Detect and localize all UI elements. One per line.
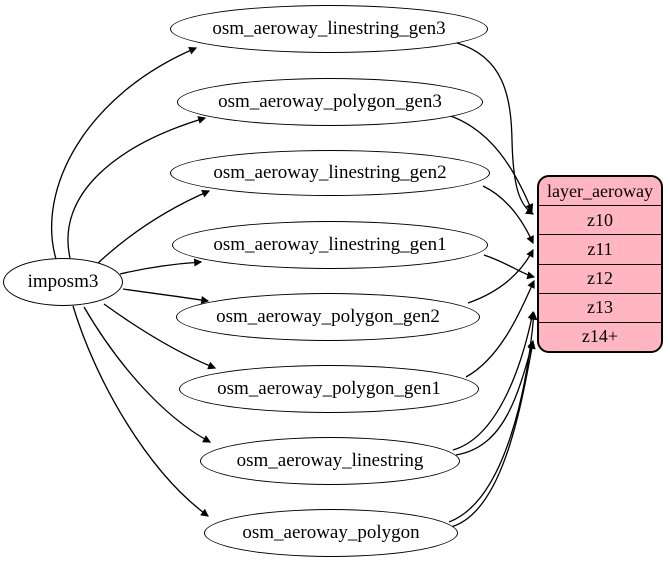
node-osm_aeroway_linestring_gen3: osm_aeroway_linestring_gen3 [170,5,488,53]
edge-osm_aeroway_polygon_gen2-to-layer_aeroway:z11 [467,248,534,304]
node-osm_aeroway_polygon_gen1: osm_aeroway_polygon_gen1 [179,365,479,413]
layer-row-z11: z11 [539,234,661,263]
node-osm_aeroway_polygon_gen2: osm_aeroway_polygon_gen2 [176,293,480,341]
edge-osm_aeroway_linestring-to-layer_aeroway:z13 [452,310,536,451]
edge-osm_aeroway_polygon_gen1-to-layer_aeroway:z12 [465,279,535,378]
node-osm_aeroway_linestring: osm_aeroway_linestring [200,437,460,485]
edge-osm_aeroway_linestring_gen1-to-layer_aeroway:z12 [483,254,536,280]
edge-imposm3-to-osm_aeroway_linestring [83,306,212,443]
node-imposm3: imposm3 [3,258,123,306]
edge-osm_aeroway_polygon-to-layer_aeroway:z13 [448,311,538,523]
node-osm_aeroway_linestring_gen2: osm_aeroway_linestring_gen2 [170,150,490,196]
edge-imposm3-to-osm_aeroway_linestring_gen2 [96,190,211,265]
edge-osm_aeroway_linestring-to-layer_aeroway:z14+ [455,339,536,456]
layer-row-z12: z12 [539,263,661,293]
node-osm_aeroway_polygon_gen3: osm_aeroway_polygon_gen3 [177,78,483,126]
layer-row-z13: z13 [539,292,661,322]
edge-imposm3-to-osm_aeroway_linestring_gen1 [119,258,203,275]
node-osm_aeroway_linestring_gen1: osm_aeroway_linestring_gen1 [172,221,488,269]
layer-title-row: layer_aeroway [547,180,653,201]
edge-imposm3-to-osm_aeroway_linestring_gen3 [51,46,198,260]
edge-imposm3-to-osm_aeroway_polygon_gen1 [103,303,217,370]
edge-osm_aeroway_linestring_gen2-to-layer_aeroway:z11 [482,185,534,245]
edge-osm_aeroway_linestring_gen3-to-layer_aeroway:z10 [456,42,535,215]
node-osm_aeroway_polygon: osm_aeroway_polygon [204,509,458,557]
edge-osm_aeroway_polygon-to-layer_aeroway:z14+ [450,340,536,528]
edge-imposm3-to-osm_aeroway_polygon_gen3 [67,116,207,259]
layer-row-z14plus: z14+ [539,321,661,351]
edge-imposm3-to-osm_aeroway_polygon [72,305,209,517]
edge-osm_aeroway_polygon_gen3-to-layer_aeroway:z10 [447,114,534,213]
edge-imposm3-to-osm_aeroway_polygon_gen2 [122,288,210,304]
node-layer_aeroway: layer_aeroway z10 z11 z12 z13 z14+ [537,175,663,353]
layer-row-z10: z10 [539,205,661,234]
